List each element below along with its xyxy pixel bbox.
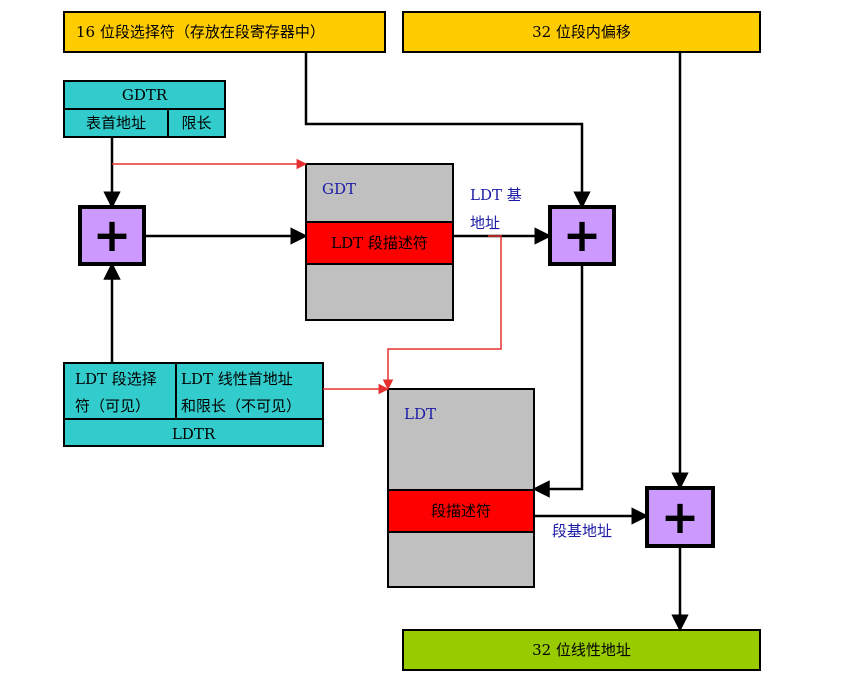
offset-box — [402, 11, 761, 53]
ldtr-base-label-line1: LDT 线性首地址 — [181, 370, 293, 388]
ldtr-title-label: LDTR — [171, 425, 216, 443]
selector-box-label: 16 位段选择符（存放在段寄存器中） — [76, 23, 325, 41]
arrow-adder-to-ldt — [532, 264, 584, 498]
ldtr-selector-label-line2: 符（可见） — [75, 397, 151, 415]
ldtr-base-label-line2: 和限长（不可见） — [181, 397, 302, 415]
ldt-top-cell — [387, 388, 535, 491]
gdt-entry-label: LDT 段描述符 — [331, 234, 428, 252]
gdt-bottom-cell — [305, 263, 454, 321]
ldt-base-label-line2: 地址 — [470, 214, 501, 232]
ldt-base-label-line1: LDT 基 — [470, 186, 522, 204]
red-arrow-gdt-to-ldt — [382, 235, 502, 391]
ldtr-title-box — [63, 418, 324, 447]
ldt-bottom-cell — [387, 531, 535, 588]
ldt-entry-label: 段描述符 — [430, 502, 491, 520]
gdtr-limit-box — [167, 108, 226, 138]
segment-base-label: 段基地址 — [552, 522, 613, 540]
gdtr-limit-label: 限长 — [181, 114, 212, 132]
adder-linear-plus: + — [660, 490, 700, 544]
arrow-selector-to-adder — [304, 52, 591, 209]
adder-gdt-plus: + — [92, 208, 132, 262]
selector-box — [63, 11, 386, 53]
linear-address-label: 32 位线性地址 — [532, 641, 631, 659]
gdt-top-cell — [305, 163, 454, 223]
offset-box-label: 32 位段内偏移 — [532, 23, 631, 41]
ldtr-selector-label-line1: LDT 段选择 — [75, 370, 157, 388]
linear-address-box — [402, 629, 761, 671]
gdt-title-label: GDT — [322, 180, 357, 198]
gdtr-title-label: GDTR — [121, 86, 168, 104]
ldt-title-label: LDT — [404, 405, 436, 423]
gdtr-base-label: 表首地址 — [85, 114, 146, 132]
ldtr-base-box — [175, 362, 324, 420]
adder-ldt-plus: + — [562, 208, 602, 262]
